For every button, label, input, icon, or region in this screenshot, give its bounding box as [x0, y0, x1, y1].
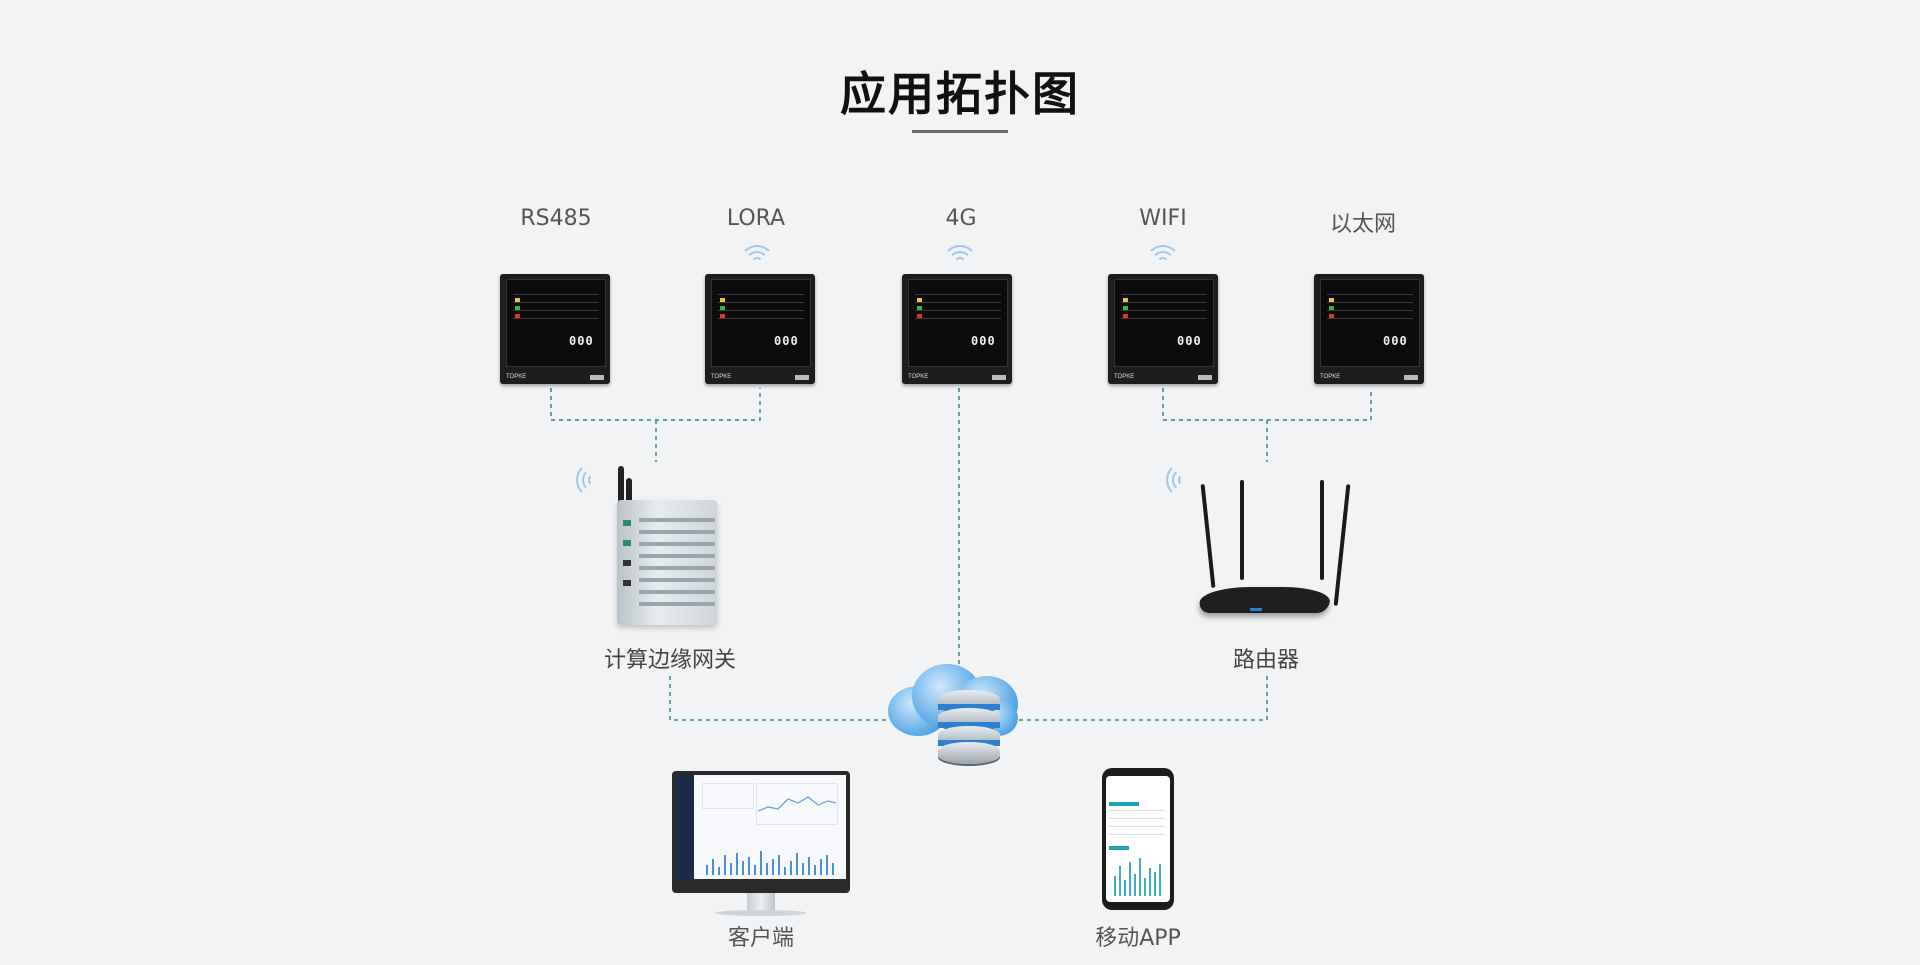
link-rs485-gateway [550, 388, 761, 421]
database-icon [938, 690, 1000, 764]
router-label: 路由器 [1232, 648, 1299, 673]
meter-digits: 000 [569, 334, 594, 348]
edge-gateway-device [617, 500, 717, 625]
meter-brand: TOPKE [1114, 374, 1135, 380]
meter-digits: 000 [774, 334, 799, 348]
meter-brand: TOPKE [1320, 374, 1341, 380]
wifi-icon [737, 245, 777, 273]
power-meter-4g: 000 TOPKE [902, 274, 1012, 384]
link-wifi-router [1162, 388, 1372, 421]
meter-digits: 000 [1383, 334, 1408, 348]
mobile-label: 移动APP [1095, 926, 1181, 951]
router-antenna [1320, 480, 1324, 580]
meter-brand: TOPKE [506, 374, 527, 380]
protocol-label-wifi: WIFI [1139, 206, 1187, 231]
meter-digits: 000 [1177, 334, 1202, 348]
gateway-label: 计算边缘网关 [603, 648, 736, 673]
meter-brand: TOPKE [711, 374, 732, 380]
client-label: 客户端 [727, 926, 794, 951]
protocol-label-rs485: RS485 [520, 206, 592, 231]
gateway-antenna [626, 478, 632, 516]
mobile-phone [1102, 768, 1174, 910]
wifi-icon [1143, 245, 1183, 273]
wifi-icon [940, 245, 980, 273]
protocol-label-4g: 4G [945, 206, 977, 231]
monitor-base [715, 910, 807, 916]
link-gateway-cloud [669, 676, 890, 721]
monitor-stand [747, 893, 775, 911]
client-monitor [672, 771, 850, 893]
wifi-icon [576, 458, 606, 498]
power-meter-rs485: 000 TOPKE [500, 274, 610, 384]
link-router-cloud [1015, 676, 1268, 721]
router-antenna [1240, 480, 1244, 580]
router-device [1198, 587, 1332, 613]
protocol-label-lora: LORA [726, 206, 786, 231]
page-title: 应用拓扑图 [840, 67, 1080, 121]
title-underline [912, 130, 1008, 133]
gateway-antenna [618, 466, 624, 514]
power-meter-lora: 000 TOPKE [705, 274, 815, 384]
meter-brand: TOPKE [908, 374, 929, 380]
router-led [1250, 608, 1262, 611]
wifi-icon [1166, 458, 1196, 498]
power-meter-ethernet: 000 TOPKE [1314, 274, 1424, 384]
power-meter-wifi: 000 TOPKE [1108, 274, 1218, 384]
meter-digits: 000 [971, 334, 996, 348]
protocol-label-ethernet: 以太网 [1329, 212, 1396, 237]
